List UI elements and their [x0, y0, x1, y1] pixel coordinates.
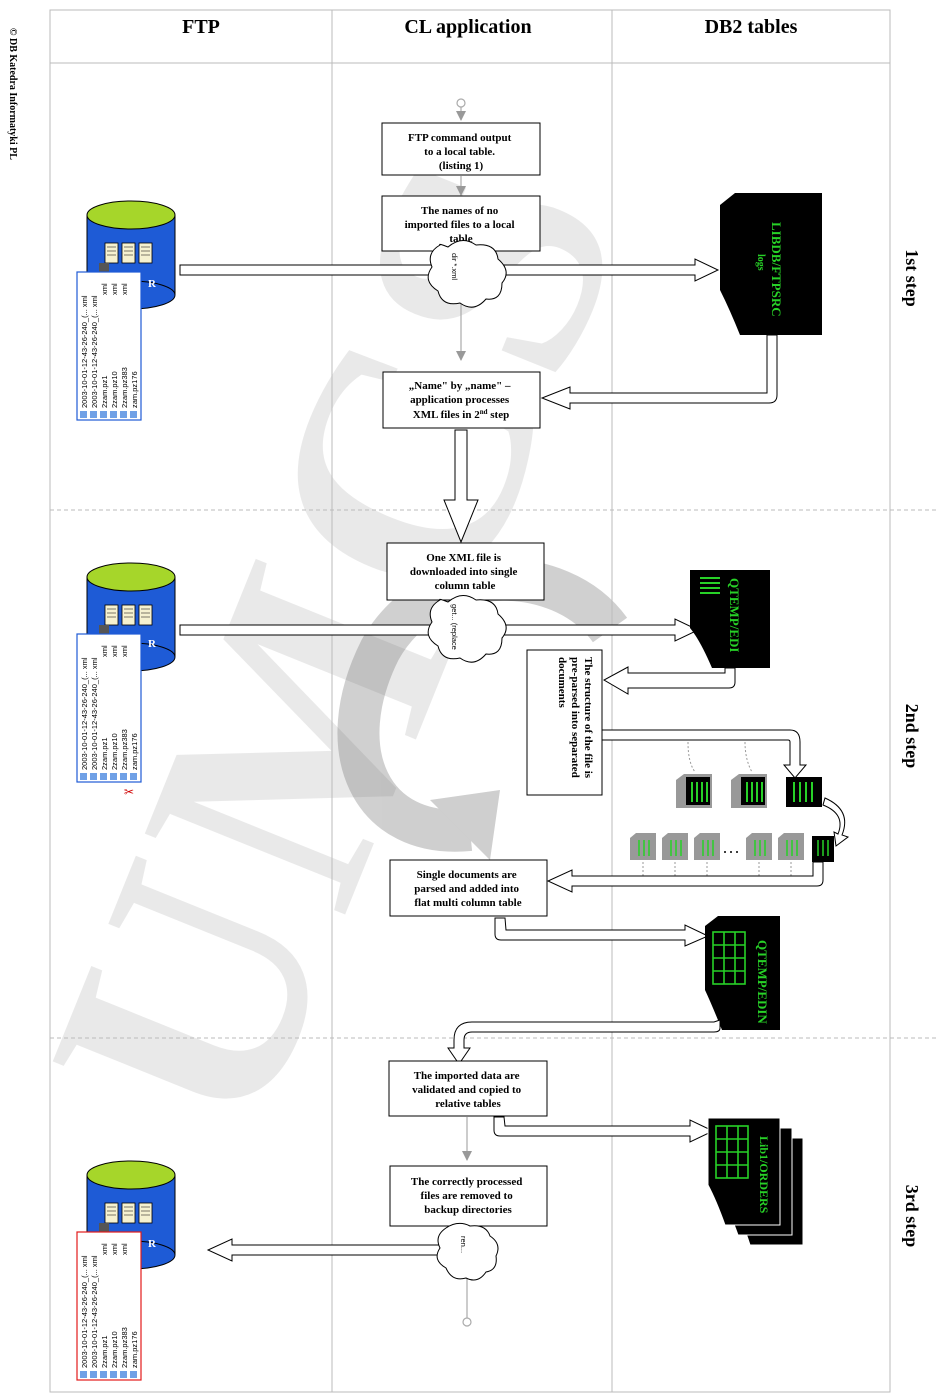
svg-text:xml: xml	[120, 283, 129, 295]
cloud-dir-text: dir *.xml	[450, 253, 459, 280]
box-single-docs-text: Single documents are parsed and added in…	[414, 869, 522, 909]
svg-text:2003-10-01-12-43-26-240_(... x: 2003-10-01-12-43-26-240_(... xml	[90, 657, 99, 770]
doc-table-a	[675, 773, 713, 809]
scissors-icon: ✂	[124, 785, 134, 799]
svg-text:zam.pz176: zam.pz176	[130, 1331, 139, 1368]
table-logs: LIBDB/FTPSRC logs	[720, 193, 822, 335]
arrow-logs-to-name	[540, 334, 778, 410]
ftp-letter-1: R	[148, 278, 157, 290]
cloud-ren-text: ren...	[459, 1236, 468, 1253]
svg-text:xml: xml	[110, 1243, 119, 1255]
box-removed-text: The correctly processed files are remove…	[411, 1176, 525, 1216]
doc-table-b	[730, 773, 768, 809]
svg-text:xml: xml	[100, 1243, 109, 1255]
svg-text:zam.pz176: zam.pz176	[130, 371, 139, 408]
cloud-get-text: get... (replace	[450, 604, 459, 650]
svg-text:2003-10-01-12-43-26-240_(... x: 2003-10-01-12-43-26-240_(... xml	[80, 295, 89, 408]
svg-text:xml: xml	[120, 1243, 129, 1255]
column-header-db2: DB2 tables	[705, 16, 798, 38]
ftp-listing-2: 2003-10-01-12-43-26-240_(... xml 2003-10…	[76, 633, 142, 783]
step-label-1: 1st step	[902, 249, 922, 307]
box-name-by-name	[382, 371, 541, 429]
arrow-step1-to-step2	[443, 429, 479, 544]
svg-text:xml: xml	[110, 645, 119, 657]
dashed-doc-arrows	[687, 741, 753, 773]
table-edi-label: QTEMP/EDI	[727, 578, 742, 652]
table-edin: QTEMP/EDIN	[705, 916, 780, 1030]
box-structure	[526, 649, 603, 796]
grid	[49, 9, 939, 1393]
arrow-cl-to-ftp-3	[206, 1238, 463, 1262]
box-name-by-name-text: „Name" by „name" – application processes…	[409, 380, 513, 421]
arrow-imported-to-orders	[493, 1116, 715, 1143]
table-edin-label: QTEMP/EDIN	[755, 940, 770, 1024]
table-edi: QTEMP/EDI	[690, 570, 770, 668]
arrow-structure-to-docs	[601, 729, 808, 779]
box-removed	[389, 1165, 548, 1227]
arrow-docs-to-single	[546, 861, 824, 893]
svg-text:xml: xml	[120, 645, 129, 657]
box-names-local-text: The names of no imported files to a loca…	[405, 205, 518, 245]
doc-table-c	[786, 777, 822, 807]
table-orders: Lib1/ORDERS	[707, 1117, 804, 1246]
arrow-edi-to-structure	[602, 666, 736, 695]
svg-text:xml: xml	[100, 645, 109, 657]
cloud-dir: dir *.xml	[427, 240, 507, 308]
svg-text:2zam.pz383: 2zam.pz383	[120, 1327, 129, 1368]
svg-text:2zam.pz10: 2zam.pz10	[110, 371, 119, 408]
arrow-single-to-edin	[494, 917, 710, 947]
arrow-edin-to-step3	[447, 1019, 721, 1065]
cloud-get: get... (replace	[427, 595, 507, 663]
dots-ellipsis	[724, 851, 738, 853]
svg-text:2zam.pz1: 2zam.pz1	[100, 1335, 109, 1368]
svg-text:2zam.pz383: 2zam.pz383	[120, 729, 129, 770]
svg-text:2zam.pz10: 2zam.pz10	[110, 1331, 119, 1368]
box-one-xml-text: One XML file is downloaded into single c…	[410, 552, 520, 592]
doc-table-row2	[629, 832, 834, 862]
svg-text:2003-10-01-12-43-26-240_(... x: 2003-10-01-12-43-26-240_(... xml	[90, 295, 99, 408]
svg-text:2zam.pz1: 2zam.pz1	[100, 737, 109, 770]
ftp-listing-3: 2003-10-01-12-43-26-240_(... xml 2003-10…	[76, 1231, 142, 1381]
ftp-letter-3: R	[148, 1238, 157, 1250]
svg-text:zam.pz176: zam.pz176	[130, 733, 139, 770]
box-single-docs	[389, 859, 548, 917]
ftp-listing-1: 2003-10-01-12-43-26-240_(... xml 2003-10…	[76, 271, 142, 421]
docs-collector-lines	[642, 862, 792, 880]
copyright-text: © DB Katedra Informatyki PL	[7, 28, 18, 160]
box-ftp-output-text: FTP command output to a local table. (li…	[408, 132, 514, 172]
column-header-cl: CL application	[404, 16, 531, 38]
svg-text:xml: xml	[110, 283, 119, 295]
table-orders-label: Lib1/ORDERS	[757, 1136, 771, 1214]
svg-text:xml: xml	[100, 283, 109, 295]
box-ftp-output	[381, 122, 541, 176]
svg-text:2zam.pz383: 2zam.pz383	[120, 367, 129, 408]
box-structure-text: The structure of the file is pre-parsed …	[556, 657, 594, 781]
step-label-2: 2nd step	[902, 704, 922, 769]
box-imported	[388, 1060, 548, 1117]
arrow-curve-right	[822, 797, 850, 847]
ftp-letter-2: R	[148, 638, 157, 650]
svg-text:2003-10-01-12-43-26-240_(... x: 2003-10-01-12-43-26-240_(... xml	[80, 657, 89, 770]
svg-text:2zam.pz1: 2zam.pz1	[100, 375, 109, 408]
box-one-xml	[386, 542, 545, 601]
table-logs-sub: logs	[755, 254, 766, 271]
column-header-ftp: FTP	[182, 16, 220, 38]
cloud-ren: ren...	[436, 1222, 499, 1281]
svg-text:2003-10-01-12-43-26-240_(... x: 2003-10-01-12-43-26-240_(... xml	[80, 1255, 89, 1368]
svg-text:2zam.pz10: 2zam.pz10	[110, 733, 119, 770]
step-label-3: 3rd step	[902, 1185, 922, 1248]
svg-text:2003-10-01-12-43-26-240_(... x: 2003-10-01-12-43-26-240_(... xml	[90, 1255, 99, 1368]
box-imported-text: The imported data are validated and copi…	[412, 1070, 524, 1110]
table-logs-label: LIBDB/FTPSRC	[769, 222, 784, 317]
